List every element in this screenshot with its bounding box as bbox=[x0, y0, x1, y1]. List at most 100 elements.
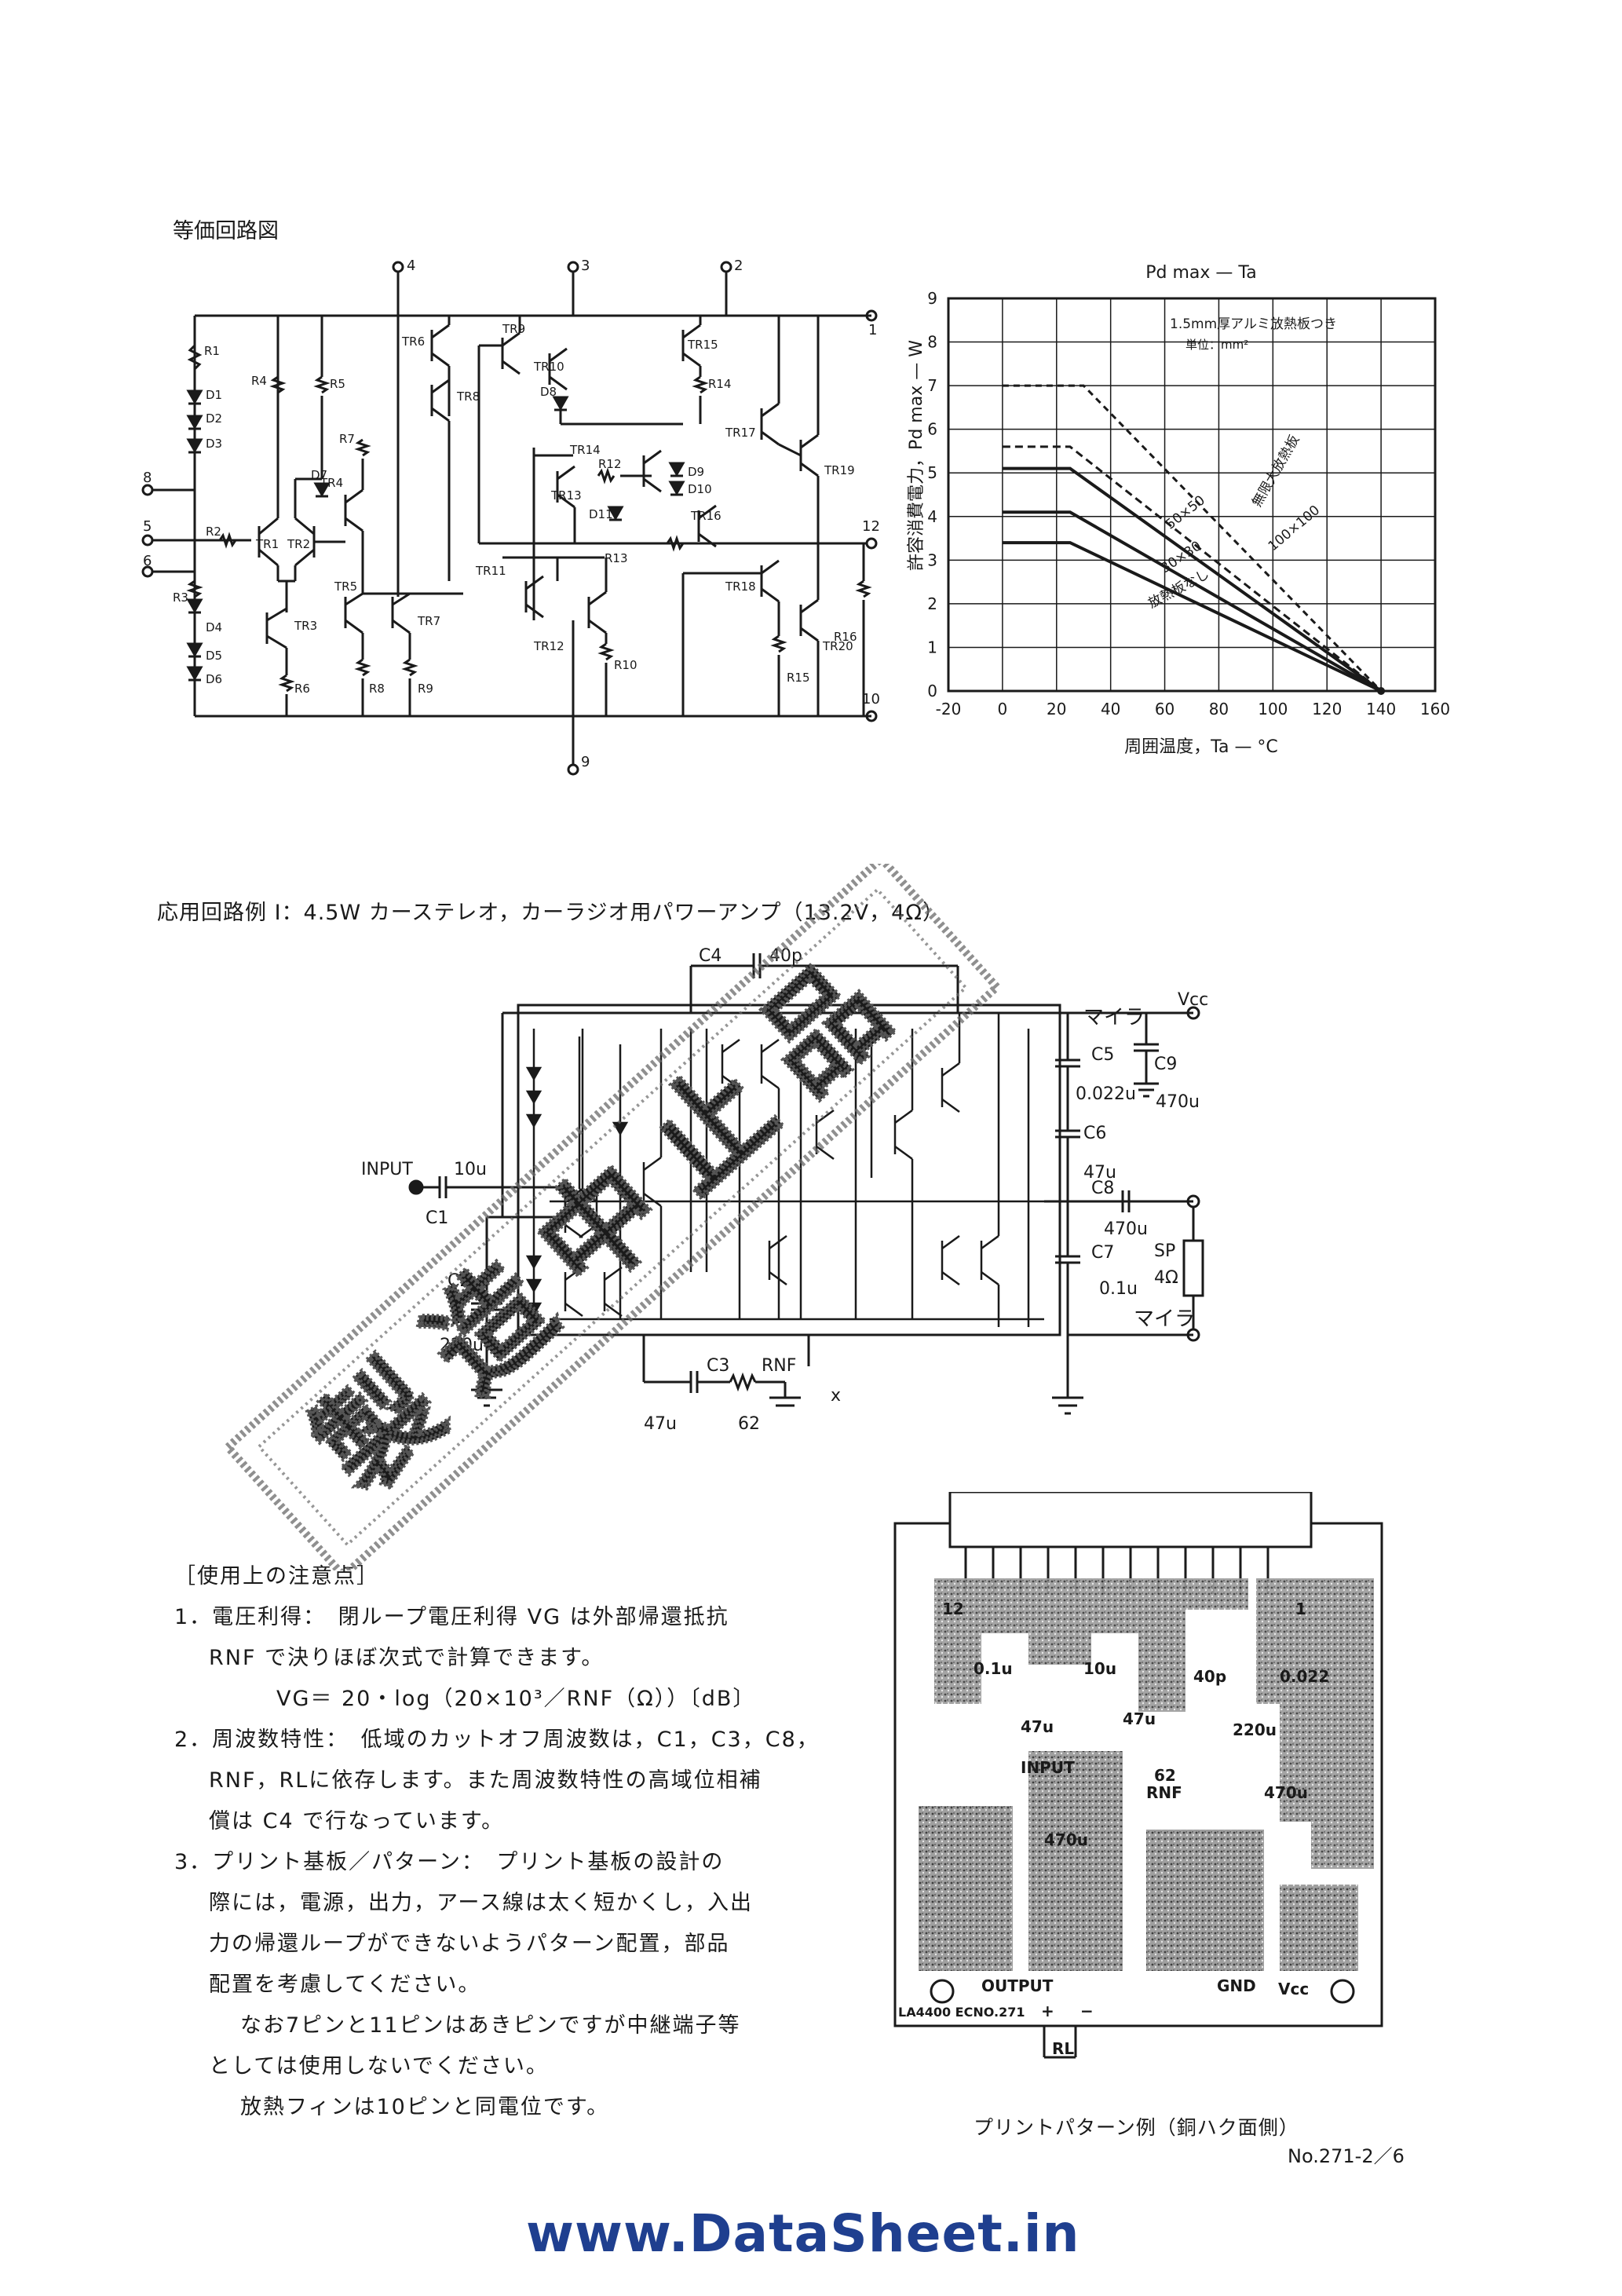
pcb-output-label: OUTPUT bbox=[981, 1976, 1054, 1995]
r9-label: R9 bbox=[418, 682, 433, 696]
pin-8-label: 8 bbox=[143, 470, 152, 486]
tr4-label: TR4 bbox=[320, 476, 343, 490]
tr16-label: TR16 bbox=[690, 509, 721, 523]
rnf-value: 62 bbox=[738, 1414, 760, 1434]
pin-6-label: 6 bbox=[143, 553, 152, 569]
pcb-cap-47u-a: 47u bbox=[1021, 1717, 1054, 1736]
pin-9-label: 9 bbox=[581, 754, 590, 770]
note-1-formula: VG＝ 20・log（20×10³／RNF（Ω））〔dB〕 bbox=[276, 1687, 756, 1711]
c3-label: C3 bbox=[707, 1356, 729, 1376]
pcb-cap-470u-b: 470u bbox=[1044, 1830, 1088, 1849]
vcc-label: Vcc bbox=[1178, 990, 1208, 1010]
pin-10-label: 10 bbox=[862, 691, 880, 707]
pin-12-label: 12 bbox=[862, 518, 880, 535]
pin-4-label: 4 bbox=[407, 258, 415, 274]
chart-y-tick-label: 6 bbox=[927, 420, 937, 439]
chart-x-axis-label: 周囲温度，Ta — °C bbox=[1124, 737, 1278, 757]
note-1-line-1: 1．電圧利得： 閉ループ電圧利得 VG は外部帰還抵抗 bbox=[174, 1605, 729, 1629]
tr1-label: TR1 bbox=[255, 537, 279, 551]
pcb-rl-label: RL bbox=[1052, 2039, 1074, 2058]
tr7-label: TR7 bbox=[417, 614, 440, 628]
tr15-label: TR15 bbox=[687, 338, 718, 352]
sp-value: 4Ω bbox=[1154, 1268, 1178, 1288]
x-mark: x bbox=[831, 1386, 841, 1406]
footer-url: www.DataSheet.in bbox=[526, 2203, 1080, 2264]
tr20-label: TR20 bbox=[822, 639, 853, 653]
r2-label: R2 bbox=[206, 525, 221, 539]
c9-value: 470u bbox=[1156, 1092, 1200, 1112]
pcb-cap-220u: 220u bbox=[1233, 1720, 1277, 1739]
d9-label: D9 bbox=[688, 465, 704, 479]
chart-y-tick-label: 2 bbox=[927, 594, 937, 613]
tr2-label: TR2 bbox=[287, 537, 310, 551]
d5-label: D5 bbox=[206, 649, 222, 663]
pin-3-label: 3 bbox=[581, 258, 590, 274]
chart-x-tick-label: 120 bbox=[1312, 700, 1342, 718]
pcb-gnd-label: GND bbox=[1217, 1976, 1256, 1995]
chart-x-tick-label: 40 bbox=[1101, 700, 1120, 718]
pcb-cap-40p: 40p bbox=[1193, 1667, 1226, 1686]
equivalent-circuit-heading: 等価回路図 bbox=[173, 219, 279, 243]
application-example-heading: 応用回路例 I：4.5W カーステレオ，カーラジオ用パワーアンプ（13.2V，4… bbox=[157, 901, 944, 925]
c6-value: 47u bbox=[1083, 1163, 1116, 1183]
c1-value: 10u bbox=[454, 1160, 487, 1179]
c7-value: 0.1u bbox=[1099, 1279, 1138, 1299]
pcb-rnf-value: 62 bbox=[1154, 1766, 1176, 1785]
c5-value: 0.022u bbox=[1076, 1084, 1136, 1104]
chart-plot-frame bbox=[947, 297, 1437, 693]
usage-notes: ［使用上の注意点］ 1．電圧利得： 閉ループ電圧利得 VG は外部帰還抵抗 RN… bbox=[174, 1556, 881, 2128]
note-2-line-3: 償は C4 で行なっています。 bbox=[209, 1809, 505, 1834]
input-label: INPUT bbox=[361, 1160, 413, 1179]
c8-label: C8 bbox=[1091, 1179, 1114, 1198]
d4-label: D4 bbox=[206, 620, 222, 634]
c8-value: 470u bbox=[1104, 1219, 1148, 1239]
tr14-label: TR14 bbox=[569, 443, 601, 457]
pcb-pattern-example: 12 1 0.1u 10u 40p 0.022 47u 47u 220u INP… bbox=[887, 1492, 1397, 2065]
chart-x-tick-label: 160 bbox=[1420, 700, 1450, 718]
chart-y-tick-label: 4 bbox=[927, 507, 937, 526]
mylar-bottom-label: マイラ bbox=[1134, 1307, 1195, 1331]
note-3-line-3: 力の帰還ループができないようパターン配置，部品 bbox=[209, 1932, 730, 1956]
c3-value: 47u bbox=[644, 1414, 677, 1434]
r10-label: R10 bbox=[614, 658, 637, 672]
chart-y-tick-label: 9 bbox=[927, 289, 937, 308]
pcb-plus-label: + bbox=[1041, 2002, 1054, 2020]
d2-label: D2 bbox=[206, 411, 222, 426]
note-1-line-2: RNF で決りほぼ次式で計算できます。 bbox=[209, 1646, 605, 1670]
tr12-label: TR12 bbox=[533, 639, 564, 653]
c2-label: C2 bbox=[448, 1271, 470, 1291]
c9-label: C9 bbox=[1154, 1055, 1177, 1074]
pcb-vcc-label: Vcc bbox=[1278, 1980, 1309, 1998]
page-number: No.271-2／6 bbox=[1288, 2145, 1405, 2167]
chart-x-tick-label: 80 bbox=[1209, 700, 1229, 718]
pcb-cap-0-022: 0.022 bbox=[1280, 1667, 1329, 1686]
r14-label: R14 bbox=[708, 377, 732, 391]
note-extra-line-1: なお7ピンと11ピンはあきピンですが中継端子等 bbox=[240, 2013, 741, 2038]
d8-label: D8 bbox=[540, 385, 557, 399]
c6-label: C6 bbox=[1083, 1124, 1106, 1143]
d6-label: D6 bbox=[206, 672, 222, 686]
chart-series-line bbox=[1002, 510, 1383, 693]
pin-1-label: 1 bbox=[868, 322, 877, 338]
tr13-label: TR13 bbox=[550, 488, 582, 503]
chart-title: Pd max — Ta bbox=[1145, 263, 1256, 283]
chart-x-tick-label: 20 bbox=[1047, 700, 1066, 718]
pcb-minus-label: − bbox=[1080, 2002, 1094, 2020]
c4-label: C4 bbox=[699, 946, 721, 966]
tr9-label: TR9 bbox=[502, 322, 525, 336]
chart-x-tick-label: 0 bbox=[998, 700, 1008, 718]
chart-annotation-unit: 単位：mm² bbox=[1185, 338, 1248, 352]
chart-y-tick-label: 7 bbox=[927, 376, 937, 395]
note-3-line-2: 際には，電源，出力，アース線は太く短かくし，入出 bbox=[209, 1891, 754, 1915]
tr19-label: TR19 bbox=[824, 463, 855, 477]
chart-x-tick-label: 140 bbox=[1366, 700, 1396, 718]
c2-value: 220u bbox=[440, 1336, 484, 1355]
note-3-line-4: 配置を考慮してください。 bbox=[209, 1972, 481, 1997]
chart-series-label: 50×50 bbox=[1163, 492, 1208, 532]
tr8-label: TR8 bbox=[456, 389, 480, 404]
r4-label: R4 bbox=[251, 374, 267, 388]
pcb-caption: プリントパターン例（銅ハク面側） bbox=[974, 2116, 1299, 2139]
r5-label: R5 bbox=[330, 377, 345, 391]
chart-x-tick-label: 60 bbox=[1155, 700, 1174, 718]
chart-y-axis-label: 許容消費電力，Pd max — W bbox=[907, 340, 926, 571]
